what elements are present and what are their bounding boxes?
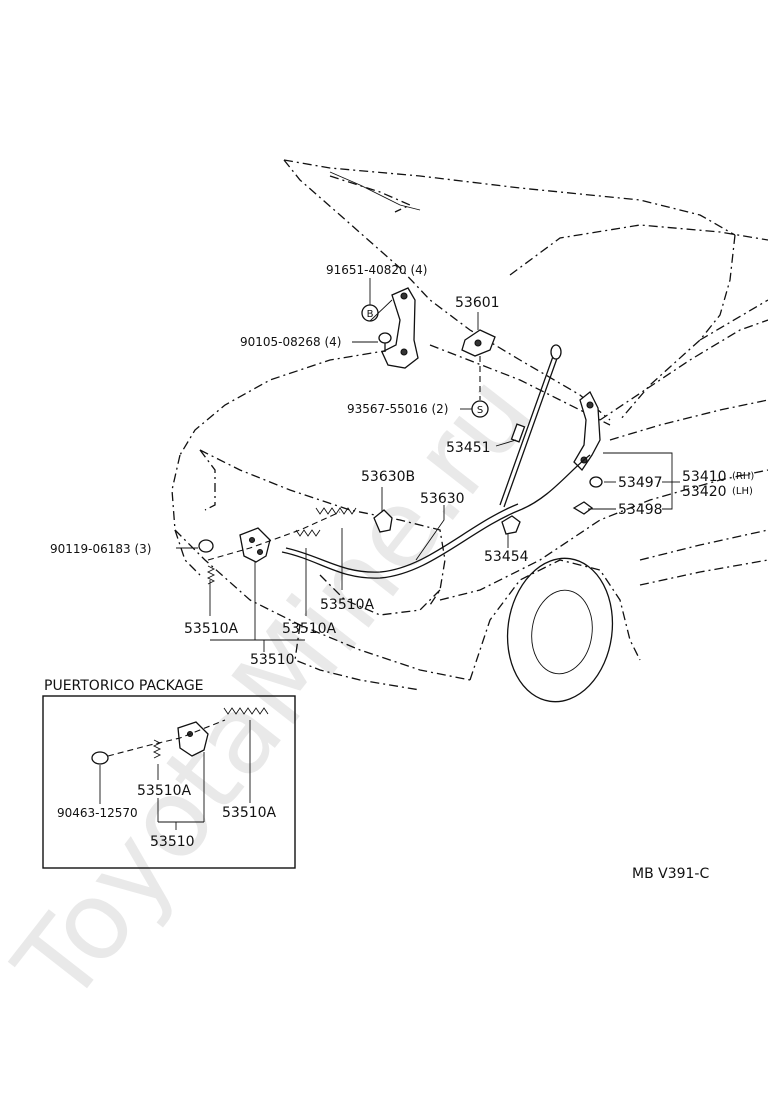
- package-label-53510A-right: 53510A: [222, 805, 277, 821]
- hood-hinge-left: [381, 287, 419, 369]
- hood-hinge-right: [573, 390, 601, 472]
- bolt-90105: [378, 332, 392, 352]
- hood-support-rod: [499, 344, 562, 508]
- diagram-code: MB V391-C: [632, 866, 709, 882]
- lock-assembly-line: [207, 511, 341, 561]
- svg-text:S: S: [477, 405, 483, 416]
- svg-text:B: B: [367, 309, 374, 320]
- label-53510A-right: 53510A: [282, 621, 337, 637]
- label-91651-40820: 91651-40820 (4): [326, 263, 428, 277]
- label-53410: 53410: [682, 469, 727, 485]
- label-53510A-left: 53510A: [184, 621, 239, 637]
- label-53497: 53497: [618, 475, 663, 491]
- label-53630B: 53630B: [361, 469, 415, 485]
- car-body-outline: [171, 159, 768, 703]
- leader-lines: [176, 278, 680, 652]
- bumper-cushion-90119: [198, 539, 214, 553]
- label-53420-side: (LH): [732, 486, 753, 497]
- label-53454: 53454: [484, 549, 529, 565]
- cable-clamp-53454: [501, 515, 521, 535]
- package-hood-lock: [177, 721, 209, 757]
- label-90463-12570: 90463-12570: [57, 806, 138, 820]
- package-label-53510: 53510: [150, 834, 195, 850]
- label-53420: 53420: [682, 484, 727, 500]
- label-53601: 53601: [455, 295, 500, 311]
- lock-spring-lower: [206, 565, 216, 585]
- hood-cushion-53498: [572, 501, 594, 515]
- label-53630: 53630: [420, 491, 465, 507]
- package-label-53510A-left: 53510A: [137, 783, 192, 799]
- package-title: PUERTORICO PACKAGE: [44, 678, 204, 694]
- puertorico-package-box: PUERTORICO PACKAGE 90463-12570 53510A 53…: [42, 678, 296, 869]
- label-93567-55016: 93567-55016 (2): [347, 402, 449, 416]
- label-90119-06183: 90119-06183 (3): [50, 542, 152, 556]
- marker-s: S: [471, 400, 489, 418]
- label-90105-08268: 90105-08268 (4): [240, 335, 342, 349]
- package-bumper-cushion: [91, 751, 109, 765]
- hood-lock: [239, 527, 271, 563]
- lock-spring-middle: [295, 529, 321, 537]
- hood-support-bracket: [461, 329, 496, 357]
- label-53410-side: (RH): [732, 471, 754, 482]
- package-assembly-line: [107, 719, 226, 757]
- hood-cushion-53497: [589, 476, 603, 488]
- marker-b: B: [361, 304, 379, 322]
- label-53498: 53498: [618, 502, 663, 518]
- label-53510: 53510: [250, 652, 295, 668]
- hood-release-cable: [281, 454, 591, 579]
- label-53510A-upper: 53510A: [320, 597, 375, 613]
- lock-spring-upper: [315, 507, 357, 515]
- package-lock-spring-upper: [223, 707, 269, 715]
- label-53451: 53451: [446, 440, 491, 456]
